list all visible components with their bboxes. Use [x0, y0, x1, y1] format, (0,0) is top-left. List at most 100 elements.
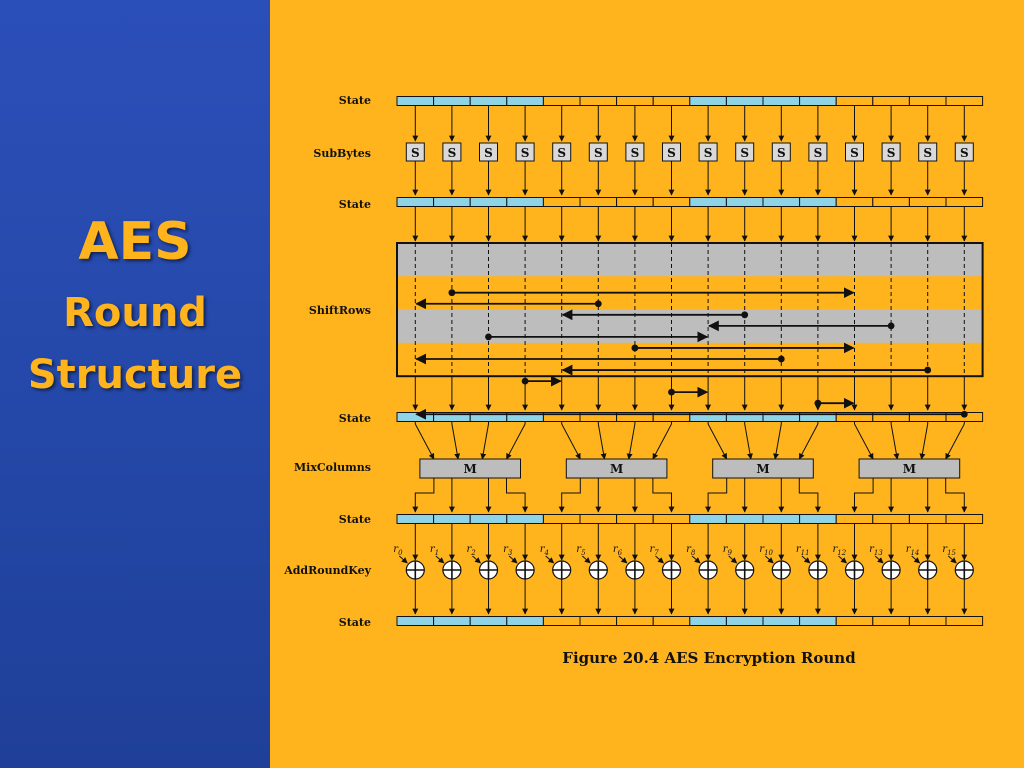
state-cell: [652, 197, 691, 207]
round-key-arrow: [472, 555, 481, 564]
round-key-label: r4: [540, 544, 549, 557]
state-cell: [396, 514, 435, 524]
state-cell: [945, 616, 984, 626]
mix-output-line: [945, 478, 968, 513]
shift-dot: [485, 333, 492, 341]
state-cell: [579, 96, 618, 106]
sbox: [625, 142, 645, 162]
state-cell: [762, 616, 801, 626]
round-key-arrow: [764, 555, 774, 564]
mix-input-line: [854, 423, 874, 460]
round-key-arrow: [911, 555, 921, 564]
state-cell: [835, 197, 874, 207]
state-cell: [908, 616, 947, 626]
mix-input-line: [945, 423, 965, 460]
state-cell: [799, 514, 837, 524]
state-cell: [542, 96, 581, 106]
round-key-label: r8: [686, 544, 696, 557]
sbox-label: S: [923, 146, 932, 160]
round-key-arrow: [801, 555, 811, 564]
state-cell: [689, 197, 727, 207]
round-key-label: r15: [942, 544, 956, 557]
sbox-label: S: [667, 146, 676, 160]
sbox-label: S: [484, 146, 493, 160]
mix-input-line: [773, 423, 782, 460]
state-cell: [835, 616, 874, 626]
sbox: [662, 142, 681, 162]
shift-dot: [924, 366, 932, 374]
figure-caption: Figure 20.4 AES Encryption Round: [562, 649, 856, 667]
state-cell: [799, 616, 837, 626]
round-key-label: r6: [613, 544, 623, 557]
shift-dot: [668, 388, 675, 396]
state-cell: [872, 514, 910, 524]
state-cell: [579, 197, 618, 207]
mix-output-line: [705, 478, 728, 513]
mix-input-line: [414, 423, 435, 460]
shiftrows-band: [397, 243, 983, 277]
state-cell: [616, 197, 654, 207]
mix-output-line: [851, 478, 874, 513]
state-cell: [542, 514, 581, 524]
sbox-label: S: [850, 146, 859, 160]
mix-input-line: [707, 423, 728, 460]
sbox: [845, 142, 864, 162]
sbox: [698, 142, 718, 162]
state-cell: [652, 616, 691, 626]
mix-input-line: [597, 423, 607, 460]
state-cell: [872, 197, 910, 207]
state-cell: [542, 616, 581, 626]
state-cell: [433, 96, 471, 106]
sbox: [479, 142, 498, 162]
round-key-arrow: [545, 555, 555, 564]
sbox-label: S: [704, 146, 713, 160]
sbox: [918, 142, 938, 162]
mix-input-line: [451, 423, 461, 460]
sbox: [588, 142, 608, 162]
label-state-4: State: [339, 513, 371, 526]
shift-dot: [887, 322, 895, 330]
state-cell: [652, 96, 691, 106]
label-subbytes: SubBytes: [313, 147, 371, 160]
label-state-3: State: [339, 412, 371, 425]
mix-output-line: [412, 478, 435, 513]
round-key-label: r11: [796, 544, 810, 557]
mix-output-line: [558, 478, 581, 513]
mix-input-line: [744, 423, 753, 460]
sbox-label: S: [777, 146, 786, 160]
sbox-label: S: [740, 146, 749, 160]
sbox: [442, 142, 462, 162]
round-key-arrow: [581, 555, 591, 564]
mix-input-line: [652, 423, 672, 460]
round-key-label: r1: [430, 544, 439, 557]
state-cell: [506, 514, 544, 524]
mixcolumns-label: M: [756, 462, 769, 476]
state-cell: [762, 197, 801, 207]
round-key-arrow: [618, 555, 628, 564]
state-cell: [762, 96, 801, 106]
state-cell: [945, 96, 984, 106]
state-cell: [616, 96, 654, 106]
sbox-label: S: [631, 146, 640, 160]
label-addroundkey: AddRoundKey: [283, 564, 371, 577]
round-key-label: r10: [759, 544, 773, 557]
mix-input-line: [798, 423, 819, 460]
sbox-label: S: [448, 146, 457, 160]
round-key-arrow: [508, 555, 518, 564]
state-cell: [908, 197, 947, 207]
state-cell: [799, 96, 837, 106]
label-state-1: State: [339, 94, 371, 107]
sbox-label: S: [521, 146, 530, 160]
mixcolumns-label: M: [903, 462, 916, 476]
state-cell: [396, 96, 435, 106]
sbox-label: S: [594, 146, 603, 160]
mix-input-line: [480, 423, 489, 460]
sbox-label: S: [814, 146, 823, 160]
mix-input-line: [506, 423, 526, 460]
sbox: [735, 142, 755, 162]
state-cell: [799, 197, 837, 207]
sbox-label: S: [960, 146, 969, 160]
slide-title-round: Round: [63, 290, 207, 336]
mix-output-line: [652, 478, 675, 513]
state-cell: [506, 96, 544, 106]
